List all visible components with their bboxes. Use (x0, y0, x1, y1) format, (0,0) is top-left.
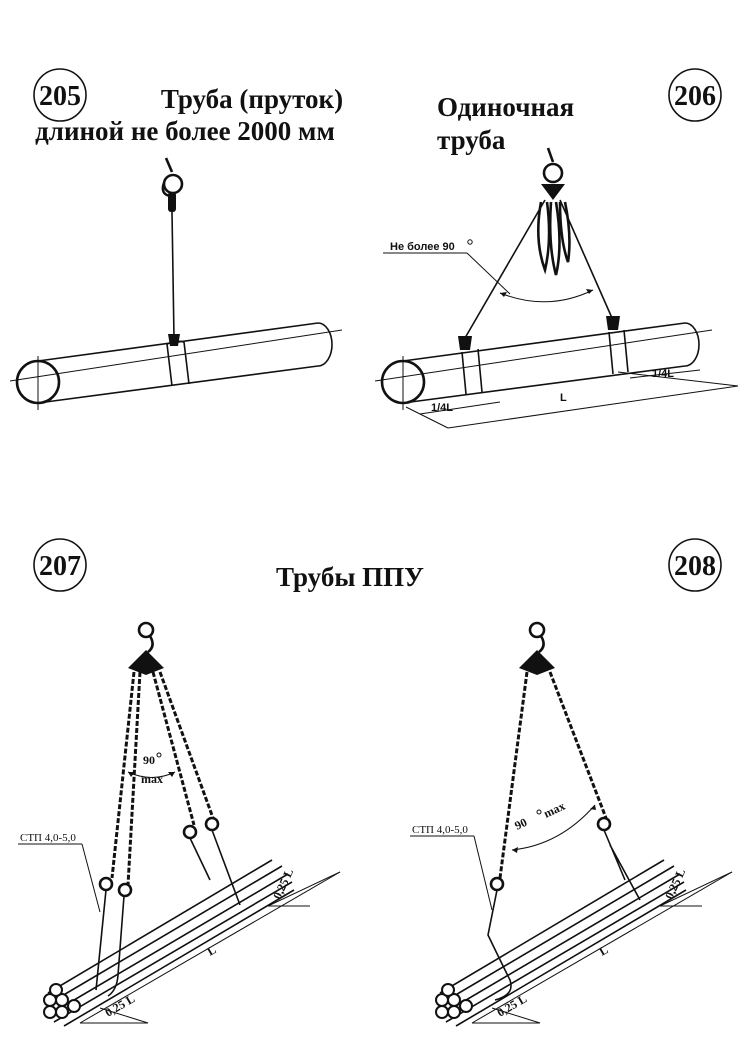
hook-icon (541, 147, 565, 200)
title-205-line1: Труба (пруток) (161, 84, 343, 114)
chain-right (548, 671, 608, 819)
angle-arc (499, 289, 594, 303)
length-207: L (205, 942, 219, 958)
badge-208: 208 (674, 551, 716, 582)
chain-2 (126, 671, 142, 886)
chain-3 (151, 671, 196, 826)
stp-label-207: СТП 4,0-5,0 (20, 832, 76, 844)
sling-right (559, 199, 613, 319)
title-205-line2: длиной не более 2000 мм (35, 116, 335, 146)
panel-205: 205 Труба (пруток) длиной не более 2000 … (9, 68, 343, 410)
panel-206: 206 Одиночная труба Не более 90 (374, 68, 739, 429)
chain-1 (110, 671, 136, 879)
quarter-bottom-208: 0,25 L (495, 991, 530, 1019)
title-206-line1: Одиночная (437, 92, 574, 122)
sling-line (171, 211, 175, 339)
badge-206-circle (668, 68, 722, 122)
hook-icon (161, 157, 184, 212)
hook-icon (128, 621, 164, 675)
sling-clamp (168, 334, 180, 346)
sling-left (464, 199, 546, 339)
angle-max-207: max (141, 772, 163, 786)
hook-icon (519, 621, 555, 675)
length-206: L (560, 392, 567, 404)
pipe-bundle-208 (435, 859, 687, 1027)
pipe-206 (374, 322, 713, 410)
angle-label-207: 90 (143, 753, 155, 767)
panel-207: 207 Трубы ППУ 90 max СТП (18, 538, 424, 1027)
quarter-bottom-207: 0,25 L (103, 991, 138, 1019)
stp-label-208: СТП 4,0-5,0 (412, 824, 468, 836)
badge-208-circle (668, 538, 722, 592)
title-206-line2: труба (437, 125, 506, 155)
pipe-205 (9, 322, 343, 410)
angle-label-208: 90 (512, 815, 529, 833)
pipe-bundle-207 (43, 859, 295, 1027)
badge-206: 206 (674, 81, 716, 112)
title-207: Трубы ППУ (276, 562, 424, 592)
badge-205-circle (33, 68, 87, 122)
chain-4 (158, 671, 215, 819)
badge-207-circle (33, 538, 87, 592)
quarter-left-206: 1/4L (431, 402, 453, 414)
badge-205: 205 (39, 81, 81, 112)
sling-loops (537, 201, 571, 276)
length-208: L (597, 942, 611, 958)
dimensions-208: 0,25 L 0,25 L L (471, 866, 733, 1024)
panel-208: 208 90 max СТП 4,0-5,0 (410, 538, 733, 1027)
badge-207: 207 (39, 551, 81, 582)
quarter-right-206: 1/4L (652, 368, 674, 380)
angle-label-206: Не более 90 (390, 241, 455, 253)
chain-left (498, 671, 529, 879)
angle-max-208: max (541, 799, 567, 821)
dimensions-206: 1/4L 1/4L L (405, 368, 739, 429)
